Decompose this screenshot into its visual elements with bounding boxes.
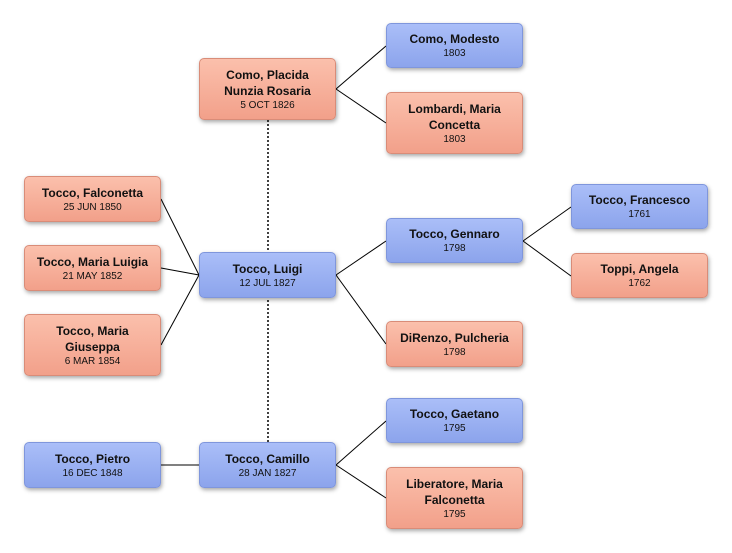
person-date: 1761	[628, 209, 651, 220]
person-date: 16 DEC 1848	[62, 467, 123, 479]
person-name-line: Tocco, Camillo	[225, 451, 310, 466]
person-name-line: Tocco, Maria Luigia	[36, 254, 149, 269]
connector-line	[335, 420, 387, 466]
connector-line	[335, 240, 387, 276]
person-name-line: Tocco, Falconetta	[41, 185, 144, 200]
person-date: 12 JUL 1827	[239, 277, 296, 289]
person-date: 25 JUN 1850	[63, 201, 122, 213]
person-tocco-francesco[interactable]: Tocco, Francesco 1761	[571, 184, 708, 229]
person-toppi-angela[interactable]: Toppi, Angela 1762	[571, 253, 708, 298]
person-name-line: Como, Placida	[226, 67, 309, 82]
connector-line	[335, 274, 387, 345]
person-date: 6 MAR 1854	[64, 355, 121, 367]
person-name-line: Giuseppa	[65, 339, 120, 354]
person-date: 1795	[443, 423, 466, 434]
person-name-line: Como, Modesto	[409, 32, 500, 46]
person-name-line: Tocco, Francesco	[588, 193, 691, 207]
person-date: 1795	[443, 508, 466, 520]
person-name-line: DiRenzo, Pulcheria	[400, 330, 509, 345]
person-name-line: Tocco, Gaetano	[409, 407, 500, 421]
person-date: 1803	[443, 48, 466, 59]
person-date: 21 MAY 1852	[62, 270, 123, 282]
person-name-line: Tocco, Pietro	[54, 451, 131, 466]
person-name-line: Liberatore, Maria	[406, 476, 503, 491]
person-date: 1798	[443, 243, 466, 254]
person-tocco-gennaro[interactable]: Tocco, Gennaro 1798	[386, 218, 523, 263]
connector-line	[160, 267, 200, 276]
person-name-line: Concetta	[428, 117, 481, 132]
person-name-line: Lombardi, Maria	[408, 101, 501, 116]
person-como-modesto[interactable]: Como, Modesto 1803	[386, 23, 523, 68]
connector-line	[335, 45, 387, 90]
person-name-line: Tocco, Gennaro	[409, 227, 500, 241]
connector-line	[335, 88, 387, 124]
person-name-line: Nunzia Rosaria	[224, 83, 311, 98]
person-date: 1798	[443, 346, 466, 358]
person-name-line: Tocco, Luigi	[232, 261, 303, 276]
person-date: 5 OCT 1826	[240, 99, 295, 111]
connector-line	[522, 206, 572, 242]
person-name-line: Toppi, Angela	[600, 262, 679, 276]
connector-line	[522, 240, 572, 277]
connector-line	[335, 464, 387, 499]
connector-line	[160, 198, 200, 276]
person-date: 1803	[443, 133, 466, 145]
person-tocco-gaetano[interactable]: Tocco, Gaetano 1795	[386, 398, 523, 443]
person-date: 1762	[628, 278, 651, 289]
connector-line	[160, 274, 200, 346]
person-date: 28 JAN 1827	[238, 467, 297, 479]
person-name-line: Tocco, Maria	[56, 323, 129, 338]
person-name-line: Falconetta	[424, 492, 485, 507]
